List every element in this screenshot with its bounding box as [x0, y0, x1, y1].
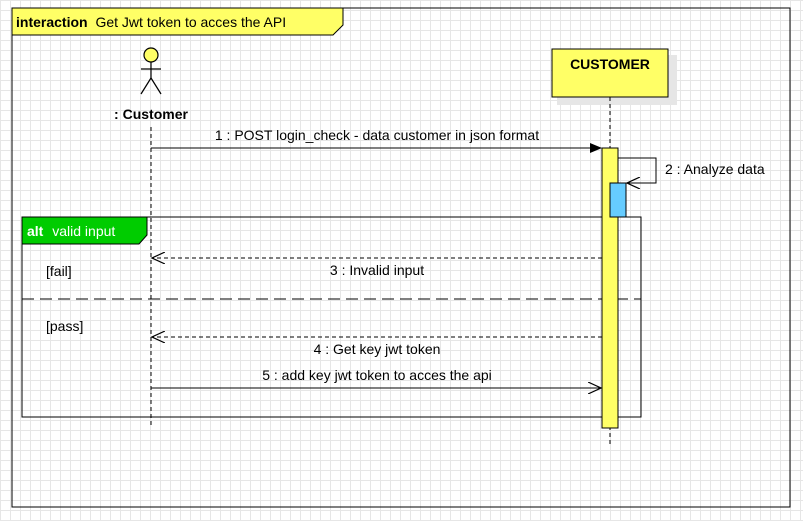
frame-keyword: interaction	[16, 14, 88, 30]
guard-pass: [pass]	[46, 318, 83, 334]
guard-fail: [fail]	[46, 263, 72, 279]
message-4-label: 4 : Get key jwt token	[314, 341, 441, 357]
frame-tab	[11, 7, 344, 36]
activation-bar	[601, 147, 619, 429]
message-5-label: 5 : add key jwt token to acces the api	[262, 367, 492, 383]
message-2-label: 2 : Analyze data	[665, 161, 765, 177]
message-2-arrow	[618, 157, 657, 183]
svg-text:interaction Get Jwt token: interaction Get Jwt token to acces the A…	[16, 14, 286, 30]
nested-activation-bar	[609, 182, 627, 218]
actor-icon	[140, 47, 162, 95]
svg-text:alt valid input: alt valid input	[27, 223, 115, 239]
alt-condition: valid input	[52, 223, 115, 239]
alt-fragment-tab	[21, 216, 148, 245]
object-label: CUSTOMER	[570, 56, 650, 72]
alt-operator: alt	[27, 223, 44, 239]
alt-fragment	[21, 216, 642, 418]
frame-title: Get Jwt token to acces the API	[95, 14, 286, 30]
interaction-frame	[11, 7, 791, 508]
message-3-label: 3 : Invalid input	[330, 262, 424, 278]
message-1-label: 1 : POST login_check - data customer in …	[215, 127, 539, 143]
actor-label: : Customer	[114, 106, 188, 122]
